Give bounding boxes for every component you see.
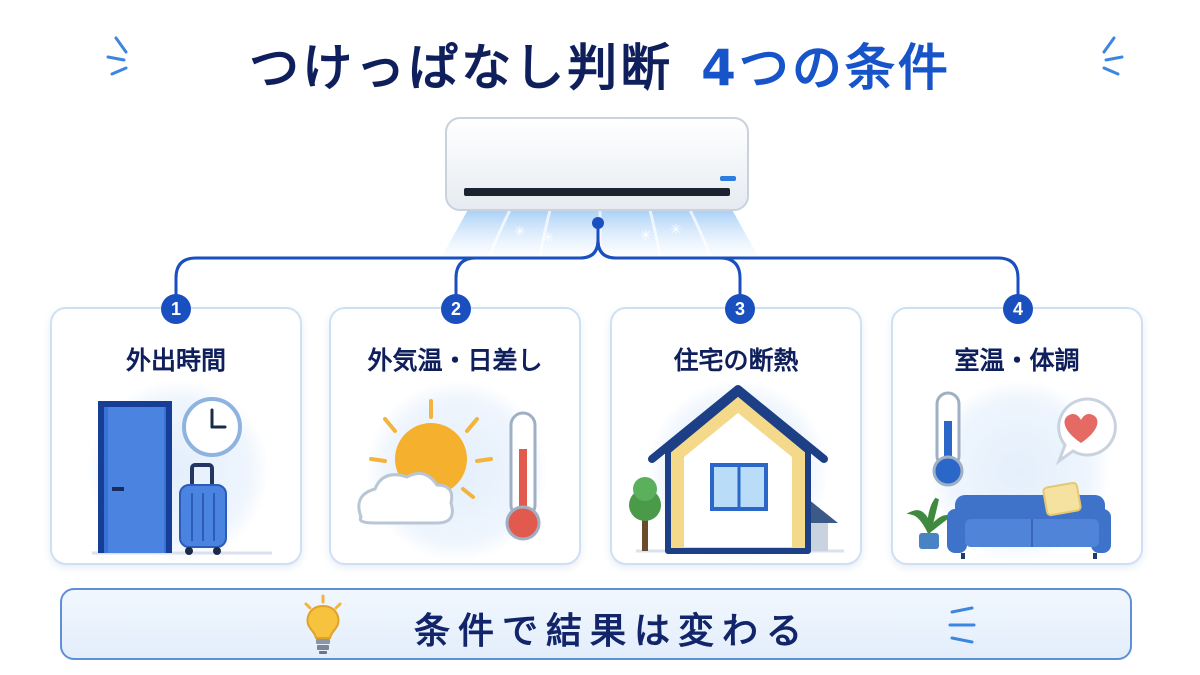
condition-label: 外出時間	[125, 346, 226, 375]
condition-label: 室温・体調	[954, 346, 1080, 375]
air-conditioner-icon: ✳ ✳ ✳ ✳	[440, 117, 760, 260]
svg-text:✳: ✳	[514, 224, 526, 240]
number-badge-1: 1	[161, 294, 191, 324]
number-badge-2: 2	[441, 294, 471, 324]
svg-text:✳: ✳	[670, 222, 682, 238]
page-title-accent: 4つの条件	[701, 39, 951, 97]
svg-text:✳: ✳	[542, 230, 554, 246]
condition-label: 外気温・日差し	[367, 346, 543, 375]
lightbulb-icon	[304, 594, 342, 654]
svg-text:✳: ✳	[640, 228, 652, 244]
banner-sparkle-icon	[948, 606, 976, 644]
number-badge-3: 3	[725, 294, 755, 324]
conclusion-banner: 条件で結果は変わる	[60, 588, 1132, 660]
thermometer-sofa-heart-icon	[906, 391, 1117, 559]
sun-cloud-thermometer-icon	[357, 399, 541, 541]
page-title-main: つけっぱなし判断	[249, 39, 674, 97]
connector-lines	[174, 217, 1020, 296]
condition-card-outdoor-temperature: 外気温・日差し	[329, 307, 581, 565]
insulated-house-icon	[629, 385, 844, 554]
condition-card-house-insulation: 住宅の断熱	[610, 307, 862, 565]
condition-card-room-temperature-health: 室温・体調	[891, 307, 1143, 565]
number-badge-4: 4	[1003, 294, 1033, 324]
title-sparkle-right-icon	[1102, 36, 1124, 76]
title-sparkle-left-icon	[106, 36, 128, 76]
door-clock-suitcase-icon	[92, 397, 272, 555]
condition-label: 住宅の断熱	[673, 346, 799, 375]
conclusion-text: 条件で結果は変わる	[413, 611, 810, 652]
page-title: つけっぱなし判断 4つの条件	[0, 28, 1200, 100]
condition-card-outing-time: 外出時間	[50, 307, 302, 565]
